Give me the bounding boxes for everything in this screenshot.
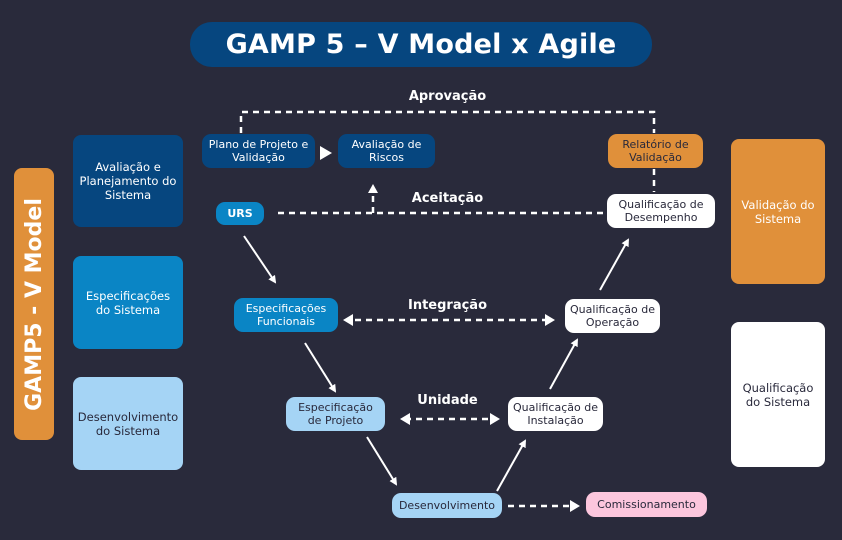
label-aprovacao: Aprovação bbox=[408, 88, 487, 104]
arrow-right-comissionamento bbox=[570, 500, 580, 512]
phase-label: Especificações do Sistema bbox=[85, 288, 171, 317]
phase-avaliacao-planejamento: Avaliação e Planejamento do Sistema bbox=[73, 135, 183, 227]
node-comissionamento: Comissionamento bbox=[586, 492, 707, 517]
node-qualificacao-instalacao: Qualificação de Instalação bbox=[508, 397, 603, 431]
arrow-instalacao-operacao bbox=[549, 338, 578, 390]
aprovacao-link bbox=[239, 110, 656, 133]
node-qualificacao-operacao: Qualificação de Operação bbox=[565, 299, 660, 333]
phase-label: Avaliação e Planejamento do Sistema bbox=[79, 160, 177, 202]
phase-validacao-sistema: Validação do Sistema bbox=[731, 139, 825, 284]
phase-especificacoes-sistema: Especificações do Sistema bbox=[73, 256, 183, 349]
side-label-box: GAMP5 - V Model bbox=[14, 168, 54, 440]
node-relatorio-validacao: Relatório de Validação bbox=[608, 134, 703, 168]
diagram-title: GAMP 5 – V Model x Agile bbox=[190, 22, 652, 67]
arrow-left-projeto bbox=[400, 413, 410, 425]
node-avaliacao-riscos: Avaliação de Riscos bbox=[338, 134, 435, 168]
arrow-to-avaliacao bbox=[320, 146, 332, 160]
phase-label: Validação do Sistema bbox=[741, 197, 815, 226]
arrow-desenvolvimento-instalacao bbox=[496, 439, 526, 492]
label-aceitacao: Aceitação bbox=[411, 190, 484, 206]
arrow-right-operacao bbox=[545, 314, 555, 326]
arrow-right-instalacao bbox=[490, 413, 500, 425]
phase-qualificacao-sistema: Qualificação do Sistema bbox=[731, 322, 825, 467]
node-plano-projeto: Plano de Projeto e Validação bbox=[202, 134, 315, 168]
node-urs: URS bbox=[216, 202, 264, 225]
arrow-projeto-desenvolvimento bbox=[366, 436, 398, 486]
arrow-funcionais-projeto bbox=[304, 342, 337, 393]
label-integracao: Integração bbox=[407, 297, 488, 313]
node-especificacoes-funcionais: Especificações Funcionais bbox=[234, 298, 338, 332]
node-especificacao-projeto: Especificação de Projeto bbox=[286, 397, 385, 431]
arrow-left-funcionais bbox=[343, 314, 353, 326]
node-desenvolvimento: Desenvolvimento bbox=[392, 493, 502, 518]
arrow-up-avaliacao bbox=[368, 184, 378, 193]
label-unidade: Unidade bbox=[417, 392, 478, 408]
arrow-urs-funcionais bbox=[243, 235, 277, 284]
phase-desenvolvimento-sistema: Desenvolvimento do Sistema bbox=[73, 377, 183, 470]
node-qualificacao-desempenho: Qualificação de Desempenho bbox=[607, 194, 715, 228]
arrow-operacao-desempenho bbox=[599, 238, 629, 291]
phase-label: Desenvolvimento do Sistema bbox=[77, 409, 179, 438]
phase-label: Qualificação do Sistema bbox=[742, 380, 814, 409]
